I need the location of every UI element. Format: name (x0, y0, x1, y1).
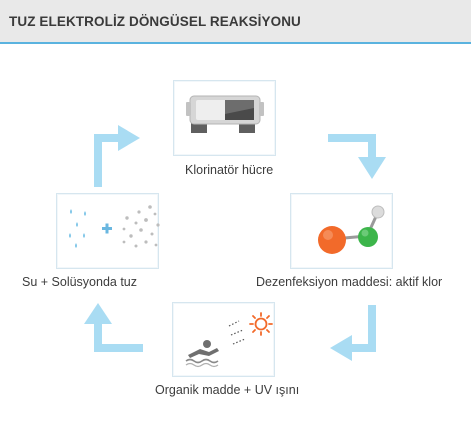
arrow-chlorinator-to-disinfectant (328, 134, 386, 179)
header-bar (0, 0, 471, 44)
water-plus-salt-icon (69, 205, 160, 248)
chlorinator-cell-icon (186, 95, 264, 133)
arrow-salt-to-chlorinator (94, 125, 140, 187)
swimmer-sun-icon (185, 312, 273, 368)
arrow-disinfectant-to-organic (330, 305, 376, 361)
chlorinator-label: Klorinatör hücre (185, 163, 274, 177)
disinfectant-label: Dezenfeksiyon maddesi: aktif klor (256, 275, 443, 289)
active-chlorine-molecule-icon (318, 205, 385, 254)
salt-label: Su + Solüsyonda tuz (22, 275, 138, 289)
header-divider (0, 42, 471, 44)
page-title: TUZ ELEKTROLİZ DÖNGÜSEL REAKSİYONU (9, 14, 301, 29)
organic-card (172, 302, 275, 377)
organic-label: Organik madde + UV ışını (155, 383, 300, 397)
arrow-organic-to-salt (84, 303, 143, 352)
